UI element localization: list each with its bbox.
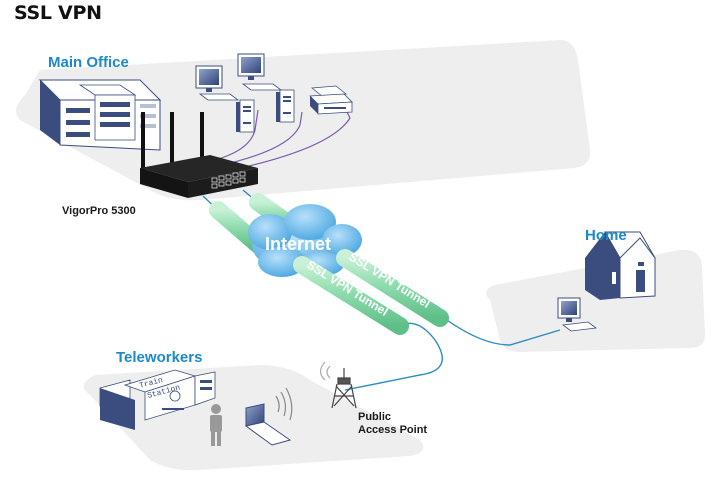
internet-cloud (248, 204, 362, 277)
tunnel-2 (293, 256, 409, 335)
router-device (140, 112, 258, 198)
home-pc (557, 297, 598, 332)
office-printer (309, 85, 353, 115)
main-office-label: Main Office (48, 54, 129, 71)
teleworker-laptop (244, 387, 293, 446)
train-station-building: Train Station (99, 369, 216, 430)
diagram-title: SSL VPN (14, 2, 102, 24)
office-pc-1 (195, 65, 255, 133)
access-point-tower (319, 361, 357, 409)
access-point-label-line2: Access Point (358, 424, 428, 436)
teleworker-person (210, 404, 222, 446)
main-office-platform (16, 40, 591, 201)
main-office-building (38, 79, 162, 151)
home-label: Home (585, 227, 627, 244)
router-label: VigorPro 5300 (62, 205, 136, 217)
tunnel-1 (336, 249, 449, 327)
office-pc-2 (237, 53, 295, 123)
teleworkers-label: Teleworkers (116, 349, 203, 366)
tunnel-front (293, 249, 449, 335)
home-house (585, 231, 656, 300)
access-point-label-line1: Public (358, 411, 392, 423)
internet-label: Internet (265, 234, 331, 254)
